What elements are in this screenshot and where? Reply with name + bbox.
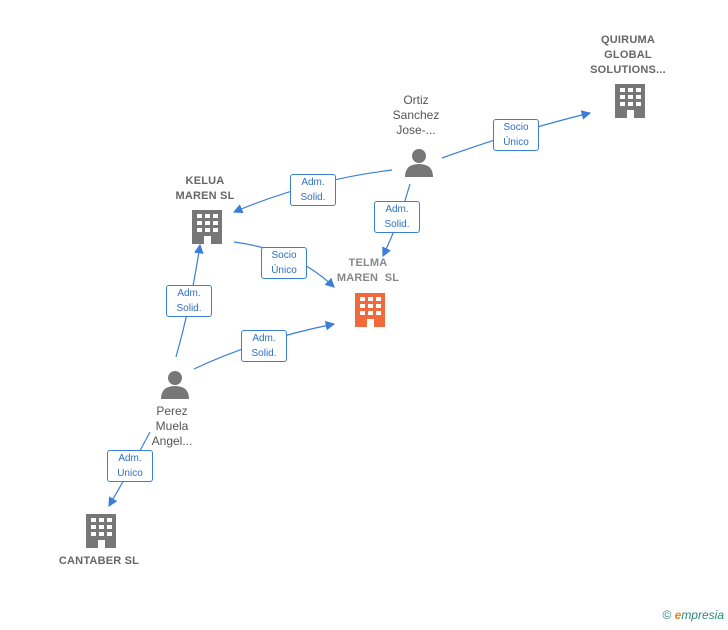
person-icon[interactable] xyxy=(405,149,433,177)
edge-label-ortiz-kelua: Adm. Solid. xyxy=(290,174,336,206)
node-label-ortiz[interactable]: Ortiz Sanchez Jose-... xyxy=(392,93,440,137)
brand-initial: e xyxy=(674,608,682,622)
person-icon[interactable] xyxy=(161,371,189,399)
edge-label-ortiz-telma: Adm. Solid. xyxy=(374,201,420,233)
node-label-perez[interactable]: Perez Muela Angel... xyxy=(151,404,193,448)
node-label-quiruma[interactable]: QUIRUMA GLOBAL SOLUTIONS... xyxy=(590,34,666,76)
edge-label-perez-cantaber: Adm. Unico xyxy=(107,450,153,482)
copyright-icon: © xyxy=(662,608,672,622)
edge-label-kelua-telma: Socio Único xyxy=(261,247,307,279)
edge-label-perez-kelua: Adm. Solid. xyxy=(166,285,212,317)
node-label-cantaber[interactable]: CANTABER SL xyxy=(58,555,140,567)
footer-brand[interactable]: © empresia xyxy=(662,608,724,622)
brand-name: mpresia xyxy=(681,608,724,622)
building-icon[interactable] xyxy=(86,514,116,548)
building-icon[interactable] xyxy=(615,84,645,118)
node-label-telma[interactable]: TELMA MAREN SL xyxy=(336,257,400,284)
node-label-kelua[interactable]: KELUA MAREN SL xyxy=(175,175,235,202)
building-icon[interactable] xyxy=(192,210,222,244)
edge-label-perez-telma: Adm. Solid. xyxy=(241,330,287,362)
building-icon-focus[interactable] xyxy=(355,293,385,327)
edge-label-ortiz-quiruma: Socio Único xyxy=(493,119,539,151)
